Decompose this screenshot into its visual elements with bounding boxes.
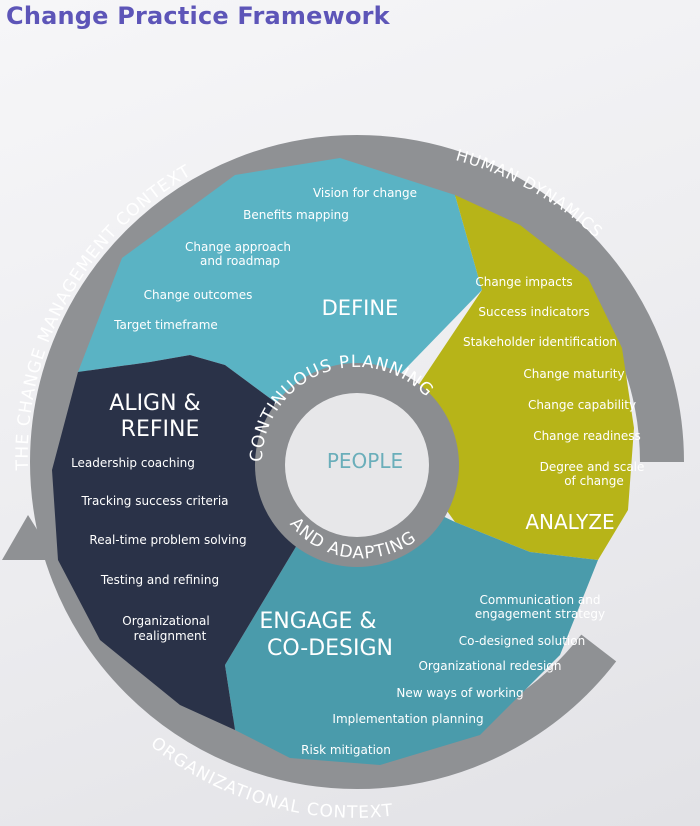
engage-item: Implementation planning xyxy=(332,712,483,726)
define-item: Benefits mapping xyxy=(243,208,349,222)
define-item: Vision for change xyxy=(313,186,417,200)
engage-item: New ways of working xyxy=(396,686,523,700)
engage-item: Organizational redesign xyxy=(418,659,561,673)
engage-items: Communication and engagement strategy Co… xyxy=(301,593,605,757)
center-title: PEOPLE xyxy=(327,449,403,473)
ring-arrowhead xyxy=(2,515,56,560)
align-segment xyxy=(52,355,300,730)
define-item: Change outcomes xyxy=(144,288,253,302)
align-item: Tracking success criteria xyxy=(80,494,228,508)
define-item: and roadmap xyxy=(200,254,280,268)
engage-title-line2: CO-DESIGN xyxy=(267,636,393,661)
define-segment xyxy=(78,158,482,402)
analyze-item: Success indicators xyxy=(478,305,589,319)
align-title-line2: REFINE xyxy=(121,417,200,442)
align-items: Leadership coaching Tracking success cri… xyxy=(71,456,247,643)
page-title: Change Practice Framework xyxy=(6,2,390,30)
align-item: realignment xyxy=(134,629,207,643)
outer-context-ring xyxy=(30,135,684,789)
align-title-line1: ALIGN & xyxy=(109,391,200,416)
align-item: Testing and refining xyxy=(100,573,219,587)
analyze-segment xyxy=(410,195,634,560)
define-items: Vision for change Benefits mapping Chang… xyxy=(113,186,417,332)
analyze-items: Change impacts Success indicators Stakeh… xyxy=(463,275,644,488)
analyze-item: Change capability xyxy=(528,398,636,412)
define-title: DEFINE xyxy=(322,296,399,320)
align-item: Real-time problem solving xyxy=(89,533,246,547)
align-item: Leadership coaching xyxy=(71,456,195,470)
engage-item: engagement strategy xyxy=(475,607,605,621)
analyze-title: ANALYZE xyxy=(525,510,614,534)
engage-item: Co-designed solution xyxy=(459,634,585,648)
analyze-item: Change impacts xyxy=(475,275,572,289)
analyze-item: Degree and scale xyxy=(540,460,645,474)
engage-title-line1: ENGAGE & xyxy=(259,609,376,634)
define-item: Target timeframe xyxy=(113,318,218,332)
engage-item: Communication and xyxy=(480,593,601,607)
analyze-item: Stakeholder identification xyxy=(463,335,617,349)
define-item: Change approach xyxy=(185,240,291,254)
align-item: Organizational xyxy=(122,614,209,628)
center-disc xyxy=(285,393,429,537)
analyze-item: of change xyxy=(564,474,624,488)
analyze-item: Change maturity xyxy=(523,367,624,381)
engage-segment xyxy=(225,510,598,765)
engage-item: Risk mitigation xyxy=(301,743,391,757)
analyze-item: Change readiness xyxy=(533,429,641,443)
